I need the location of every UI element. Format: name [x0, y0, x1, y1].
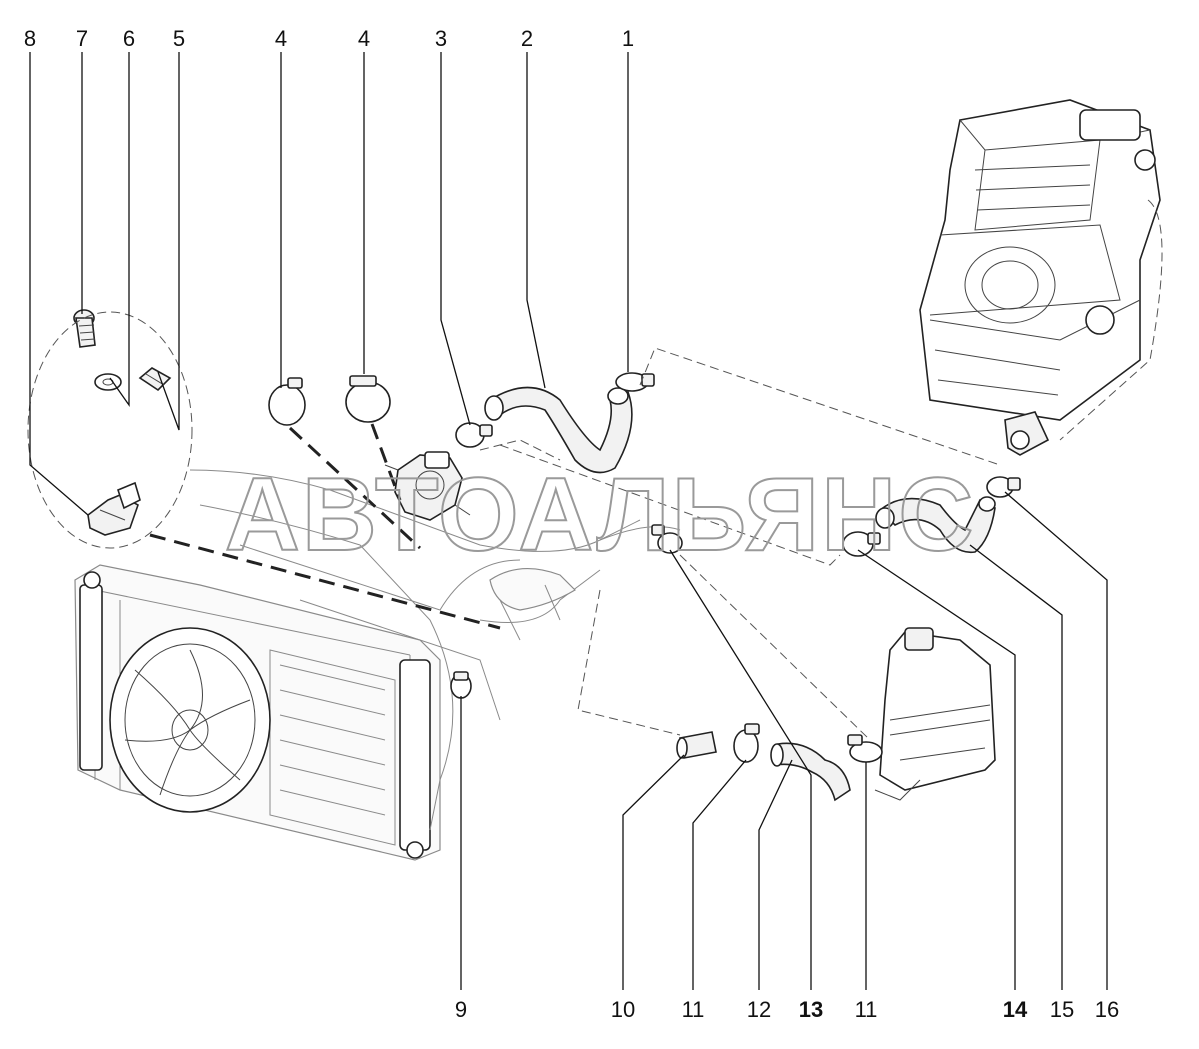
callouts-bottom: 9 10 11 12 13 11 14 15 16 — [455, 997, 1119, 1022]
hose-15 — [875, 496, 996, 554]
seal-5 — [138, 367, 172, 392]
radiator-assembly — [74, 564, 441, 861]
callout-10: 10 — [611, 997, 635, 1022]
callout-13: 13 — [799, 997, 823, 1022]
car-body-outline — [189, 469, 681, 831]
callout-11-right: 11 — [855, 997, 878, 1022]
callout-3: 3 — [435, 26, 447, 51]
hose-12 — [770, 742, 851, 802]
callout-6: 6 — [123, 26, 135, 51]
bolt-7 — [73, 309, 96, 348]
clamp-13 — [651, 524, 683, 554]
callout-9: 9 — [455, 997, 467, 1022]
callout-8: 8 — [24, 26, 36, 51]
clamp-9 — [450, 671, 472, 699]
callout-15: 15 — [1050, 997, 1074, 1022]
callout-4-right: 4 — [358, 26, 370, 51]
washer-6 — [94, 373, 122, 391]
callout-7: 7 — [76, 26, 88, 51]
sensor-8 — [87, 481, 141, 536]
connector-10 — [676, 731, 717, 759]
callout-14: 14 — [1003, 997, 1028, 1022]
heater-assembly — [919, 99, 1161, 456]
clamp-11-right — [847, 734, 883, 763]
clamp-11-left — [733, 723, 760, 763]
watermark: АВТОАЛЬЯНС — [225, 457, 976, 573]
assembly-lines — [149, 199, 1163, 741]
expansion-tank — [874, 627, 996, 801]
sensor-group-outline — [27, 311, 193, 549]
callout-4-left: 4 — [275, 26, 287, 51]
clamp-4-right — [345, 375, 391, 423]
callout-2: 2 — [521, 26, 533, 51]
clamp-4-left — [268, 377, 306, 426]
leader-lines — [29, 52, 1108, 990]
callout-12: 12 — [747, 997, 771, 1022]
callout-16: 16 — [1095, 997, 1119, 1022]
clamp-3 — [455, 422, 493, 448]
hose-2 — [484, 386, 633, 474]
clamp-14 — [842, 531, 881, 557]
callout-1: 1 — [622, 26, 634, 51]
callout-5: 5 — [173, 26, 185, 51]
callouts-top: 8 7 6 5 4 4 3 2 1 — [24, 26, 634, 51]
clamp-1 — [615, 372, 655, 392]
thermostat-housing — [384, 451, 471, 521]
clamp-16 — [986, 476, 1021, 498]
callout-11-left: 11 — [682, 997, 705, 1022]
